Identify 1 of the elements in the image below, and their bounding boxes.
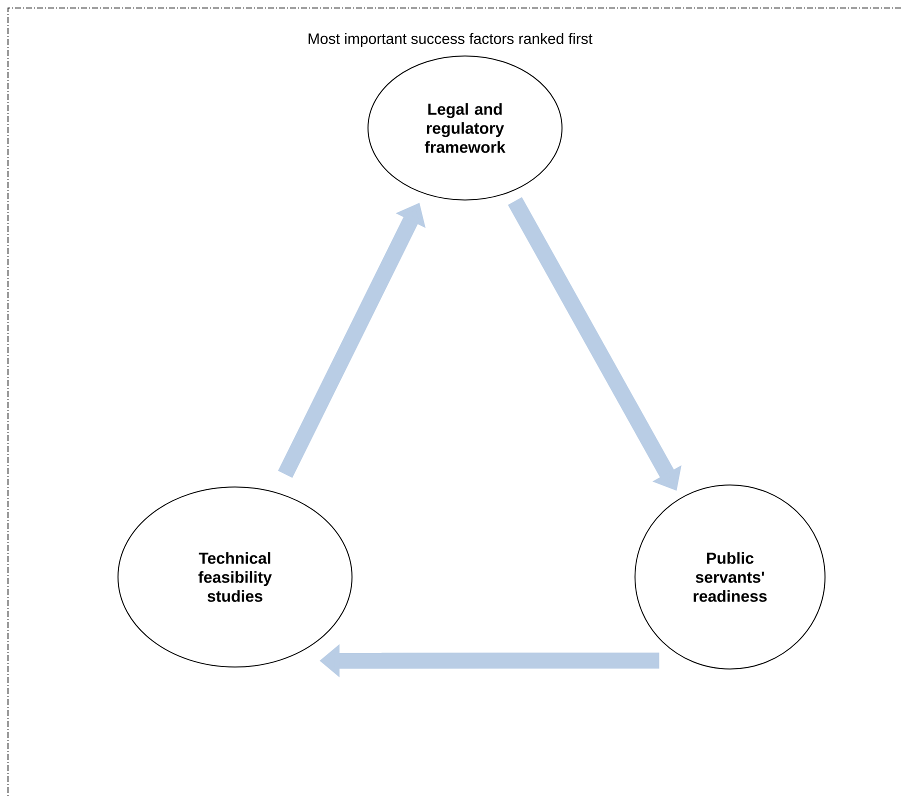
title: Most important success factors ranked first [308,33,592,47]
